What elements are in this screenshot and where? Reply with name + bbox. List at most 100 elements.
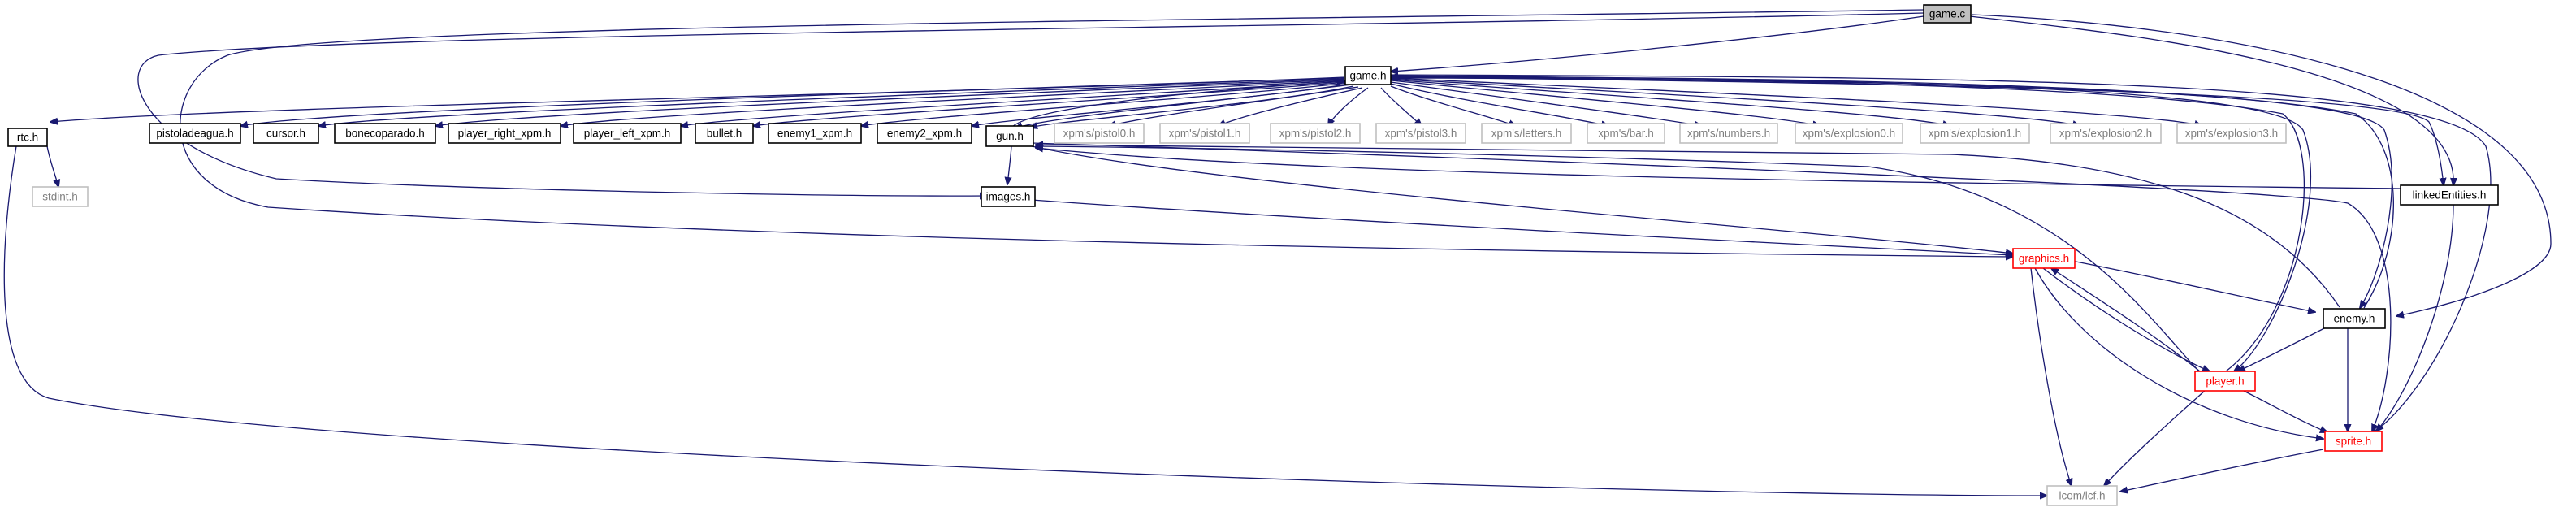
node-box — [32, 186, 89, 207]
node-explosion3-h[interactable]: xpm's/explosion3.h — [2176, 123, 2287, 144]
node-bullet-h[interactable]: bullet.h — [695, 123, 754, 144]
node-bonecoparado-h[interactable]: bonecoparado.h — [334, 123, 436, 144]
node-game-h[interactable]: game.h — [1344, 66, 1392, 85]
node-player-right-xpm-h[interactable]: player_right_xpm.h — [448, 123, 561, 144]
node-box — [2323, 308, 2386, 329]
node-player-h[interactable]: player.h — [2194, 371, 2256, 392]
edge-game-h-to-pistol3-h — [1380, 87, 1422, 126]
edge-game-h-to-numbers-h — [1390, 81, 1702, 126]
edge-game-h-to-pistol0-h — [1109, 86, 1359, 126]
edge-graphics-h-to-enemy-h — [2067, 259, 2315, 312]
node-label: xpm's/explosion3.h — [2185, 128, 2278, 140]
node-pistoladeagua-h[interactable]: pistoladeagua.h — [149, 123, 241, 144]
node-cursor-h[interactable]: cursor.h — [253, 123, 319, 144]
edge-player-h-to-sprite-h — [2241, 389, 2327, 432]
node-label: bonecoparado.h — [345, 128, 425, 140]
node-label: rtc.h — [17, 132, 38, 144]
node-label: sprite.h — [2336, 436, 2371, 448]
node-enemy1-xpm-h[interactable]: enemy1_xpm.h — [768, 123, 862, 144]
node-graphics-h[interactable]: graphics.h — [2012, 248, 2076, 269]
node-box — [768, 123, 862, 144]
node-rtc-h[interactable]: rtc.h — [7, 128, 48, 147]
node-game-c[interactable]: game.c — [1923, 4, 1972, 24]
edge-sprite-h-to-lcf-h — [2120, 449, 2324, 492]
edge-game-h-to-player-h — [1390, 75, 2311, 371]
node-box — [448, 123, 561, 144]
edge-player-h-to-graphics-h — [2051, 268, 2201, 372]
node-label: player_right_xpm.h — [458, 128, 552, 140]
node-images-h[interactable]: images.h — [981, 186, 1036, 207]
node-enemy-h[interactable]: enemy.h — [2323, 308, 2386, 329]
node-explosion1-h[interactable]: xpm's/explosion1.h — [1920, 123, 2030, 144]
node-label: linkedEntities.h — [2413, 189, 2487, 202]
node-pistol3-h[interactable]: xpm's/pistol3.h — [1375, 123, 1466, 144]
node-box — [334, 123, 436, 144]
edge-player-h-to-gun-h — [1036, 146, 2202, 375]
node-box — [985, 125, 1034, 147]
edge-game-h-to-enemy-h — [1390, 76, 2393, 308]
node-bar-h[interactable]: xpm's/bar.h — [1587, 123, 1665, 144]
edge-images-h-to-graphics-h — [1031, 199, 2013, 255]
node-label: game.c — [1929, 8, 1966, 20]
node-box — [1270, 123, 1361, 144]
node-box — [695, 123, 754, 144]
edge-gun-h-to-sprite-h — [1031, 142, 2392, 431]
node-box — [2400, 184, 2499, 206]
node-label: xpm's/explosion1.h — [1929, 128, 2021, 140]
node-pistol1-h[interactable]: xpm's/pistol1.h — [1159, 123, 1250, 144]
node-label: graphics.h — [2019, 253, 2069, 265]
node-numbers-h[interactable]: xpm's/numbers.h — [1679, 123, 1778, 144]
node-box — [1159, 123, 1250, 144]
edge-linkedentities-h-to-gun-h — [1036, 148, 2401, 189]
node-box — [1054, 123, 1145, 144]
node-label: images.h — [986, 191, 1031, 203]
edge-graphics-h-to-sprite-h — [2034, 267, 2323, 439]
node-label: enemy1_xpm.h — [777, 128, 852, 140]
node-player-left-xpm-h[interactable]: player_left_xpm.h — [573, 123, 682, 144]
node-pistol2-h[interactable]: xpm's/pistol2.h — [1270, 123, 1361, 144]
edge-enemy-h-to-game-h — [1391, 76, 2394, 309]
node-pistol0-h[interactable]: xpm's/pistol0.h — [1054, 123, 1145, 144]
node-box — [2046, 485, 2118, 506]
node-linkedEntities-h[interactable]: linkedEntities.h — [2400, 184, 2499, 206]
node-enemy2-xpm-h[interactable]: enemy2_xpm.h — [877, 123, 972, 144]
edge-rtc-h-to-lcf-h — [3, 145, 2047, 496]
node-box — [2176, 123, 2287, 144]
edge-player-h-to-lcf-h — [2104, 389, 2206, 486]
node-label: player_left_xpm.h — [584, 128, 671, 140]
node-label: xpm's/bar.h — [1598, 128, 1654, 140]
edge-game-h-to-sprite-h — [1390, 74, 2492, 435]
node-sprite-h[interactable]: sprite.h — [2324, 431, 2383, 452]
node-box — [1375, 123, 1466, 144]
node-box — [573, 123, 682, 144]
edge-game-h-to-cursor-h — [318, 78, 1345, 126]
node-box — [1481, 123, 1572, 144]
node-label: xpm's/pistol3.h — [1385, 128, 1457, 140]
edge-game-h-to-pistol2-h — [1328, 87, 1369, 126]
node-box — [877, 123, 972, 144]
node-label: gun.h — [996, 130, 1024, 142]
node-explosion0-h[interactable]: xpm's/explosion0.h — [1795, 123, 1903, 144]
node-box — [253, 123, 319, 144]
edge-game-c-to-linkedentities-h — [1969, 15, 2453, 185]
node-stdint-h[interactable]: stdint.h — [32, 186, 89, 207]
node-letters-h[interactable]: xpm's/letters.h — [1481, 123, 1572, 144]
edge-game-h-to-linkedentities-h — [1390, 76, 2444, 185]
node-lcf-h[interactable]: lcom/lcf.h — [2046, 485, 2118, 506]
node-gun-h[interactable]: gun.h — [985, 125, 1034, 147]
edge-game-h-to-bonecoparado-h — [435, 79, 1345, 126]
edge-game-h-to-explosion3-h — [1390, 77, 2202, 126]
node-label: xpm's/explosion0.h — [1803, 128, 1895, 140]
node-label: enemy2_xpm.h — [887, 128, 962, 140]
nodes: game.c game.h rtc.h pistoladeagua.h cursor.h… — [7, 4, 2499, 506]
node-box — [1795, 123, 1903, 144]
node-explosion2-h[interactable]: xpm's/explosion2.h — [2050, 123, 2162, 144]
edge-game-h-to-enemy1-xpm-h — [861, 82, 1349, 126]
edge-game-h-to-player-right-xpm-h — [561, 80, 1346, 126]
node-label: xpm's/pistol0.h — [1063, 128, 1136, 140]
node-label: bullet.h — [707, 128, 742, 140]
edge-enemy-h-to-gun-h — [1036, 145, 2340, 308]
edge-rtc-h-to-stdint-h — [46, 145, 58, 187]
edge-game-h-to-player-left-xpm-h — [681, 80, 1347, 126]
